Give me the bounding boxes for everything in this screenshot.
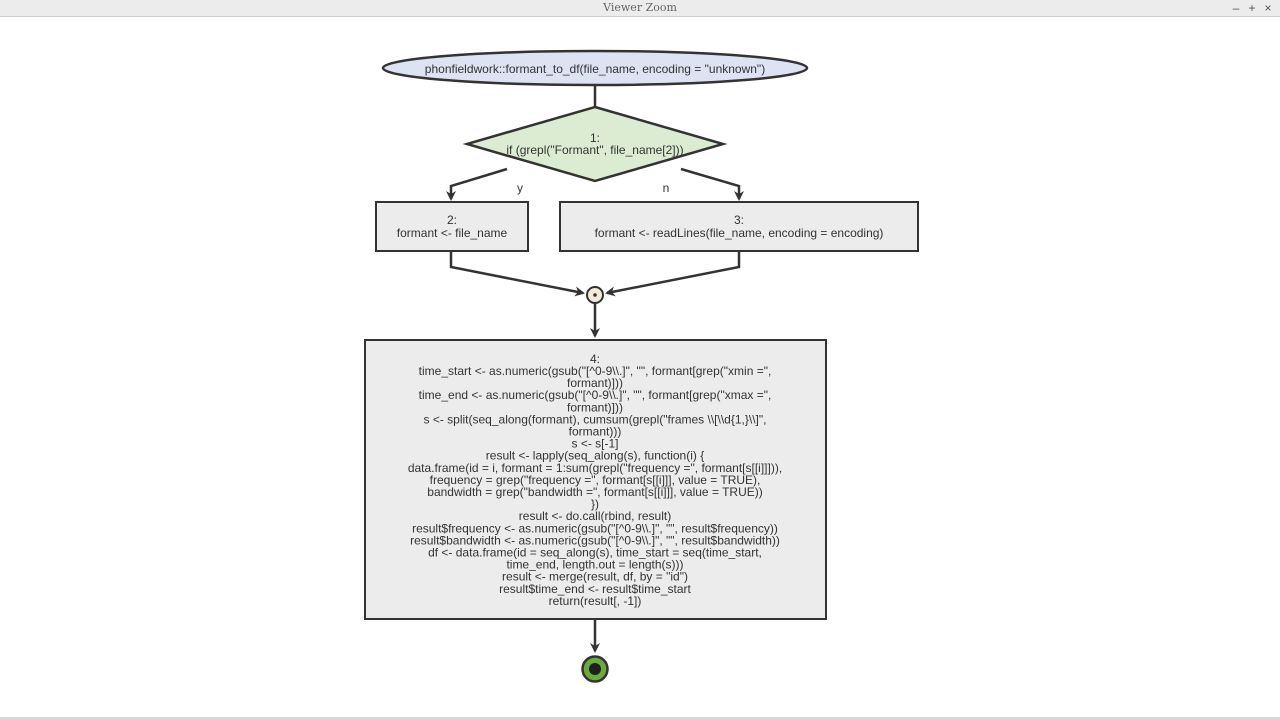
decision-node: 1: if (grepl("Formant", file_name[2])) <box>462 105 728 183</box>
step-3-node: 3: formant <- readLines(file_name, encod… <box>559 201 919 252</box>
step-3-number: 3: <box>734 213 744 227</box>
step-4-code-line: result <- do.call(rbind, result) <box>519 509 671 523</box>
step-4-code-line: result <- lapply(seq_along(s), function(… <box>486 449 704 463</box>
step-4-code-line: df <- data.frame(id = seq_along(s), time… <box>428 546 762 560</box>
step-4-code-line: time_end <- as.numeric(gsub("[^0-9\\.]",… <box>419 388 772 402</box>
bottom-border <box>0 717 1280 720</box>
edge-step2-merge <box>449 251 585 297</box>
step-4-code-line: frequency = grep("frequency =", formant[… <box>430 473 761 487</box>
step-4-code-line: result <- merge(result, df, by = "id") <box>502 570 688 584</box>
window-titlebar: Viewer Zoom – + × <box>0 0 1280 17</box>
entry-node: phonfieldwork::formant_to_df(file_name, … <box>381 49 809 87</box>
merge-node <box>586 286 604 304</box>
step-4-code-line: data.frame(id = i, formant = 1:sum(grepl… <box>408 461 782 475</box>
window-title: Viewer Zoom <box>603 1 677 14</box>
step-4-number: 4: <box>590 352 600 366</box>
step-4-code-line: return(result[, -1]) <box>549 594 642 608</box>
yes-label: y <box>517 181 523 195</box>
edge-yes <box>446 167 508 201</box>
step-4-code-line: result$bandwidth <- as.numeric(gsub("[^0… <box>410 533 780 547</box>
end-node <box>581 655 609 683</box>
step-3-code: formant <- readLines(file_name, encoding… <box>595 226 884 240</box>
step-4-code-line: time_end, length.out = length(s))) <box>506 558 683 572</box>
edge-step3-merge <box>605 251 741 297</box>
step-4-code-line: result$frequency <- as.numeric(gsub("[^0… <box>412 521 778 535</box>
step-4-code-line: formant))) <box>569 425 622 439</box>
minimize-button[interactable]: – <box>1232 1 1240 15</box>
maximize-button[interactable]: + <box>1248 1 1256 15</box>
decision-step-number: 1: <box>590 131 600 145</box>
step-4-node: 4: time_start <- as.numeric(gsub("[^0-9\… <box>364 339 827 620</box>
step-4-code-line: formant)])) <box>567 400 623 414</box>
step-4-code-line: formant)])) <box>567 376 623 390</box>
step-2-code: formant <- file_name <box>397 226 508 240</box>
no-label: n <box>663 181 670 195</box>
edge-no <box>680 167 744 201</box>
decision-condition: if (grepl("Formant", file_name[2])) <box>506 143 683 157</box>
step-4-code-line: s <- split(seq_along(formant), cumsum(gr… <box>424 412 767 426</box>
step-2-node: 2: formant <- file_name <box>375 201 529 252</box>
close-button[interactable]: × <box>1264 1 1272 15</box>
step-4-code-line: s <- s[-1] <box>571 437 618 451</box>
step-4-code-line: }) <box>591 497 599 511</box>
step-4-code-line: result$time_end <- result$time_start <box>499 582 691 596</box>
entry-label: phonfieldwork::formant_to_df(file_name, … <box>425 62 765 76</box>
step-2-number: 2: <box>447 213 457 227</box>
step-4-code: time_start <- as.numeric(gsub("[^0-9\\.]… <box>408 364 782 608</box>
step-4-code-line: time_start <- as.numeric(gsub("[^0-9\\.]… <box>419 364 772 378</box>
step-4-code-line: bandwidth = grep("bandwidth =", formant[… <box>427 485 762 499</box>
flowchart-diagram: phonfieldwork::formant_to_df(file_name, … <box>364 49 919 683</box>
